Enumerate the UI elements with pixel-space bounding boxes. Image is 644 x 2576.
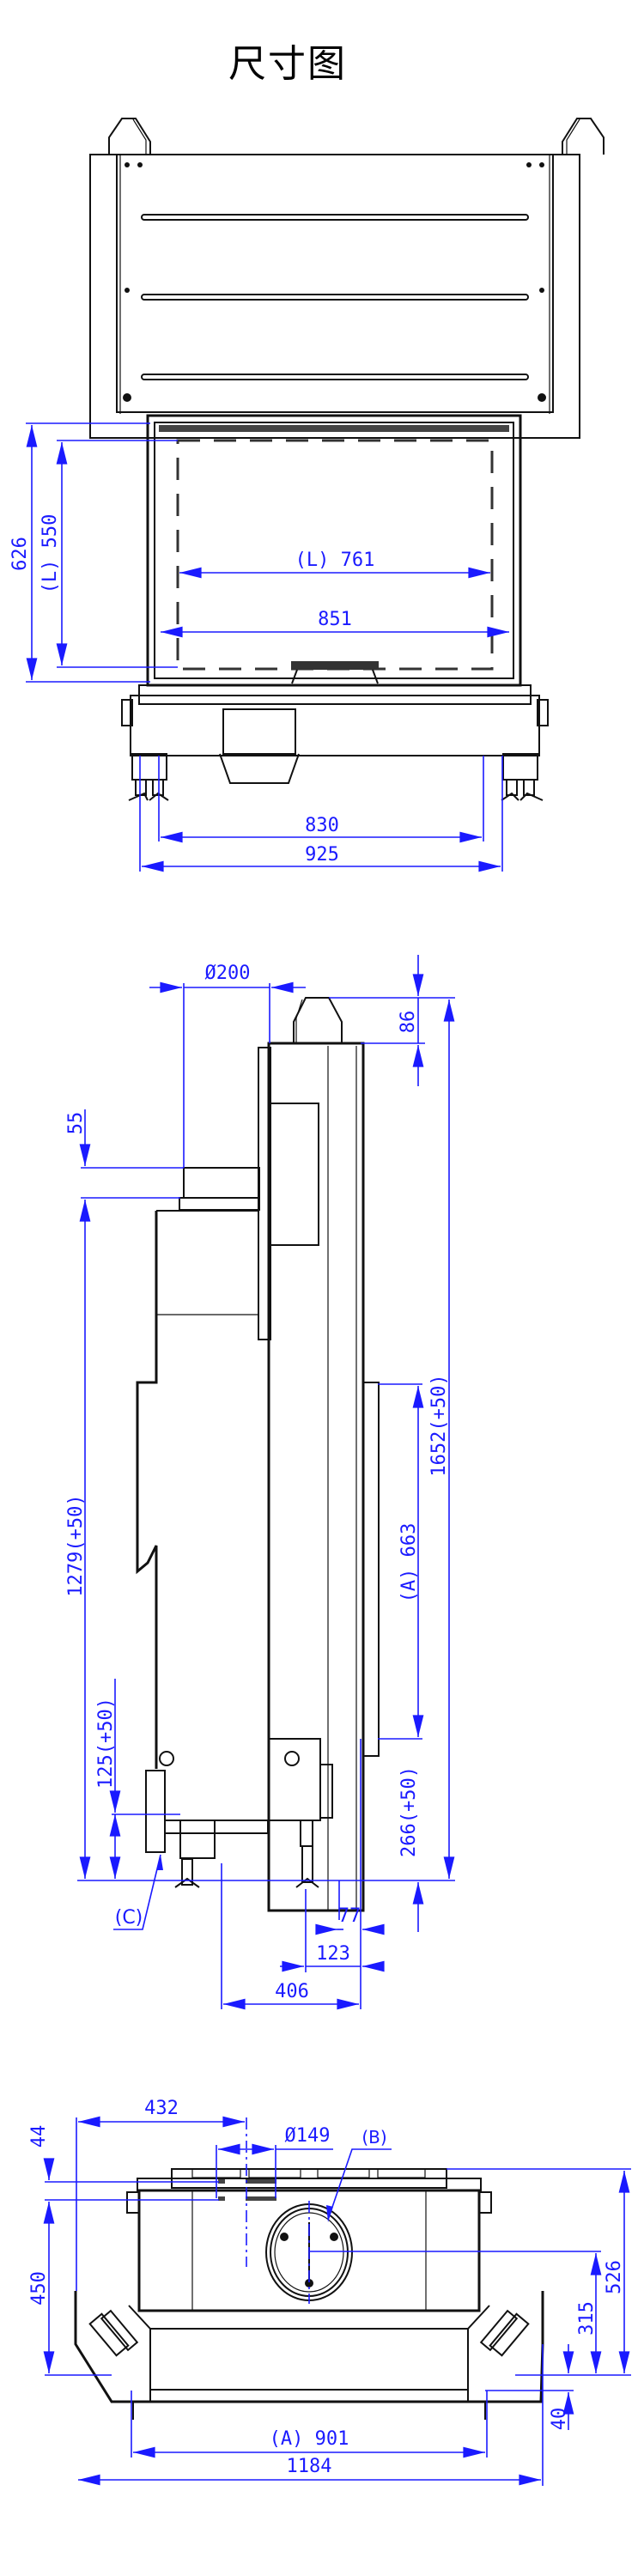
dim-depth-feet: 123 (316, 1943, 350, 1965)
outer-casing (89, 154, 580, 439)
dim-air-inlet-height: 125(+50) (95, 1698, 117, 1789)
lower-frame (74, 2291, 544, 2403)
lifting-bracket-right (562, 118, 605, 155)
dim-top-bracket: 86 (398, 1011, 419, 1034)
dim-visible-width: (L) 761 (295, 550, 375, 571)
dim-flue-diameter: Ø200 (205, 963, 251, 984)
corner-hinge-left (88, 2309, 139, 2357)
air-inlet-pipe (145, 1770, 166, 1853)
dim-top-offset: 44 (28, 2125, 50, 2148)
label-air-inlet-c: (C) (115, 1907, 143, 1929)
top-panel (116, 154, 554, 413)
dim-opening-height: 626 (9, 537, 31, 571)
page-title-text: 尺寸图 (228, 42, 347, 86)
air-intake-box (222, 708, 296, 755)
dim-center-depth: 315 (576, 2301, 598, 2336)
dim-feet-outer: 925 (305, 844, 339, 866)
vent-slot-1 (141, 214, 529, 221)
vent-slot-2 (141, 294, 529, 301)
dim-depth-total: 406 (275, 1981, 309, 2002)
front-view-drawing: 626 (L) 550 (L) 761 851 830 925 (9, 118, 605, 872)
main-body (267, 1042, 365, 1912)
side-lifting-bracket (293, 997, 343, 1043)
dim-flue-offset: 432 (144, 2098, 179, 2119)
dim-left-depth: 450 (28, 2271, 50, 2306)
page-title: 尺寸图 (0, 33, 644, 88)
dim-base-to-glass: 266(+50) (398, 1766, 420, 1857)
dim-glass-width: (A) 901 (270, 2428, 349, 2450)
dim-depth-front: 77 (338, 1905, 361, 1927)
dim-visible-height: (L) 550 (39, 514, 61, 594)
door-handle (291, 661, 379, 670)
adjustable-feet (128, 753, 544, 801)
side-view-drawing: Ø200 86 55 1279(+50) 1652(+50) (A) 663 2… (65, 955, 455, 2010)
dim-total-width: 1184 (287, 2456, 332, 2477)
vent-slot-3 (141, 374, 529, 380)
top-view-body (137, 2189, 481, 2312)
corner-hinge-right (479, 2309, 530, 2357)
flue-collar (183, 1167, 260, 1199)
dim-flue-collar: 55 (65, 1112, 87, 1135)
dim-total-height: 1652(+50) (428, 1374, 450, 1476)
lifting-bracket-left (108, 118, 151, 155)
side-adjustable-feet (174, 1820, 319, 1888)
dim-flue-height: 1279(+50) (65, 1494, 87, 1596)
dim-right-depth: 526 (604, 2260, 625, 2294)
dim-feet-inner: 830 (305, 815, 339, 836)
convection-jacket (136, 1211, 158, 1769)
label-outlet-b: (B) (361, 2127, 386, 2148)
dim-bottom-offset: 40 (549, 2408, 570, 2431)
dim-small-diameter: Ø149 (285, 2125, 331, 2147)
dim-glass-height: (A) 663 (398, 1523, 420, 1603)
top-view-drawing: 432 Ø149 (B) 44 450 526 315 40 (A) 901 1… (28, 2098, 631, 2486)
dim-opening-width: 851 (318, 609, 352, 630)
glass-panel-side (362, 1382, 380, 1757)
